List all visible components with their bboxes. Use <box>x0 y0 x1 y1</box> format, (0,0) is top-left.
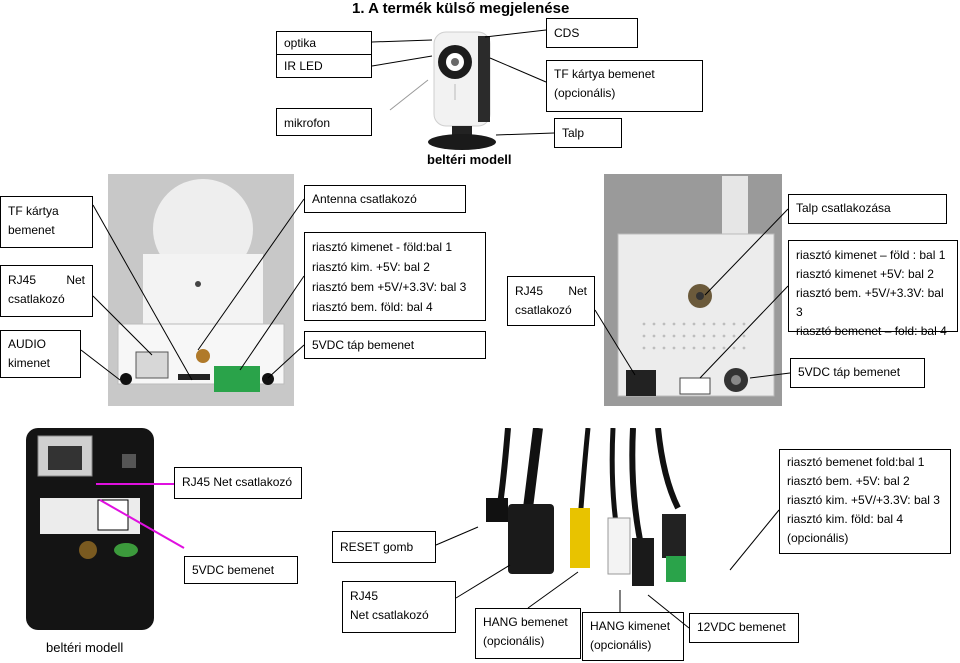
bottom-alarm-line2: riasztó bem. +5V: bal 2 <box>787 474 910 488</box>
hang-bemenet-line2: (opcionális) <box>483 634 545 648</box>
bottom-alarm-line1: riasztó bemenet fold:bal 1 <box>787 455 925 469</box>
right-rj45-c: csatlakozó <box>515 303 572 317</box>
left-rj45-b: Net <box>66 273 85 287</box>
label-talp-text: Talp <box>562 126 585 140</box>
left-alarm-line4: riasztó bem. föld: bal 4 <box>312 300 433 314</box>
left-alarm-line3: riasztó bem +5V/+3.3V: bal 3 <box>312 280 467 294</box>
left-antenna-text: Antenna csatlakozó <box>312 192 417 206</box>
bottom-power-text: 5VDC bemenet <box>192 563 275 577</box>
bottom-alarm-line3: riasztó kim. +5V/+3.3V: bal 3 <box>787 493 940 507</box>
left-alarm-line2: riasztó kim. +5V: bal 2 <box>312 260 430 274</box>
hang-kimenet-line2: (opcionális) <box>590 638 652 652</box>
label-ir-led: IR LED <box>276 54 372 78</box>
right-alarm-line1: riasztó kimenet – föld : bal 1 <box>796 248 946 262</box>
left-antenna-label: Antenna csatlakozó <box>304 185 466 213</box>
label-tf-card: TF kártya bemenet (opcionális) <box>546 60 703 112</box>
bottom-left-caption: beltéri modell <box>46 640 124 655</box>
left-rj45-a: RJ45 <box>8 273 37 287</box>
label-tf-card-line2: (opcionális) <box>554 86 616 100</box>
bottom-alarm-label: riasztó bemenet fold:bal 1 riasztó bem. … <box>779 449 951 554</box>
left-alarm-line1: riasztó kimenet - föld:bal 1 <box>312 240 453 254</box>
left-audio-line2: kimenet <box>8 356 51 370</box>
left-rj45-c: csatlakozó <box>8 292 65 306</box>
right-alarm-line4: riasztó bemenet – fold: bal 4 <box>796 324 947 338</box>
right-rj45-label: RJ45 Net csatlakozó <box>507 276 595 326</box>
page-title: 1. A termék külső megjelenése <box>352 0 570 17</box>
v12-text: 12VDC bemenet <box>697 620 786 634</box>
small-camera-photo <box>26 428 154 630</box>
label-mikrofon-text: mikrofon <box>284 116 331 130</box>
left-alarm-label: riasztó kimenet - föld:bal 1 riasztó kim… <box>304 232 486 321</box>
left-tf-card-label: TF kártya bemenet <box>0 196 93 248</box>
right-power-text: 5VDC táp bemenet <box>798 365 901 379</box>
label-cds: CDS <box>546 18 638 48</box>
camera-photo <box>428 31 496 150</box>
hang-bemenet-line1: HANG bemenet <box>483 615 568 629</box>
label-mikrofon: mikrofon <box>276 108 372 136</box>
label-tf-card-line1: TF kártya bemenet <box>554 67 655 81</box>
right-alarm-label: riasztó kimenet – föld : bal 1 riasztó k… <box>788 240 958 338</box>
bottom-rj45-label: RJ45 Net csatlakozó <box>174 467 302 499</box>
left-audio-label: AUDIO kimenet <box>0 330 81 378</box>
bottom-rj45-cable-line1: RJ45 <box>350 589 379 603</box>
line-reset <box>435 526 479 546</box>
left-tf-line2: bemenet <box>8 223 55 237</box>
back-panel-photo <box>604 174 782 406</box>
bottom-rj45-text: RJ45 Net csatlakozó <box>182 475 293 489</box>
label-optika-text: optika <box>284 36 317 50</box>
right-rj45-b: Net <box>568 284 587 298</box>
right-alarm-line2: riasztó kimenet +5V: bal 2 <box>796 267 934 281</box>
bottom-rj45-cable-label: RJ45 Net csatlakozó <box>342 581 456 633</box>
v12-label: 12VDC bemenet <box>689 613 799 643</box>
left-audio-line1: AUDIO <box>8 337 47 351</box>
bottom-rj45-cable-line2: Net csatlakozó <box>350 608 429 622</box>
bottom-alarm-line4: riasztó kim. föld: bal 4 <box>787 512 904 526</box>
hang-bemenet-label: HANG bemenet (opcionális) <box>475 608 581 659</box>
left-rj45-label: RJ45 Net csatlakozó <box>0 265 93 317</box>
line-talp <box>495 132 555 136</box>
hang-kimenet-label: HANG kimenet (opcionális) <box>582 612 684 661</box>
reset-text: RESET gomb <box>340 540 414 554</box>
line-bottom-alarm <box>729 509 780 571</box>
label-optika: optika <box>276 31 372 55</box>
right-talp-text: Talp csatlakozása <box>796 201 891 215</box>
bottom-power-label: 5VDC bemenet <box>184 556 298 584</box>
left-power-label: 5VDC táp bemenet <box>304 331 486 359</box>
ptz-camera-photo <box>108 174 294 406</box>
label-talp: Talp <box>554 118 622 148</box>
right-power-label: 5VDC táp bemenet <box>790 358 925 388</box>
right-rj45-a: RJ45 <box>515 284 544 298</box>
right-alarm-line3: riasztó bem. +5V/+3.3V: bal 3 <box>796 286 944 319</box>
left-power-text: 5VDC táp bemenet <box>312 338 415 352</box>
left-tf-line1: TF kártya <box>8 204 59 218</box>
right-talp-label: Talp csatlakozása <box>788 194 947 224</box>
hang-kimenet-line1: HANG kimenet <box>590 619 671 633</box>
label-ir-led-text: IR LED <box>284 59 323 73</box>
bottom-alarm-line5: (opcionális) <box>787 531 849 545</box>
top-caption: beltéri modell <box>427 152 512 167</box>
cable-bundle-photo <box>478 428 688 600</box>
label-cds-text: CDS <box>554 26 580 40</box>
reset-label: RESET gomb <box>332 531 436 563</box>
